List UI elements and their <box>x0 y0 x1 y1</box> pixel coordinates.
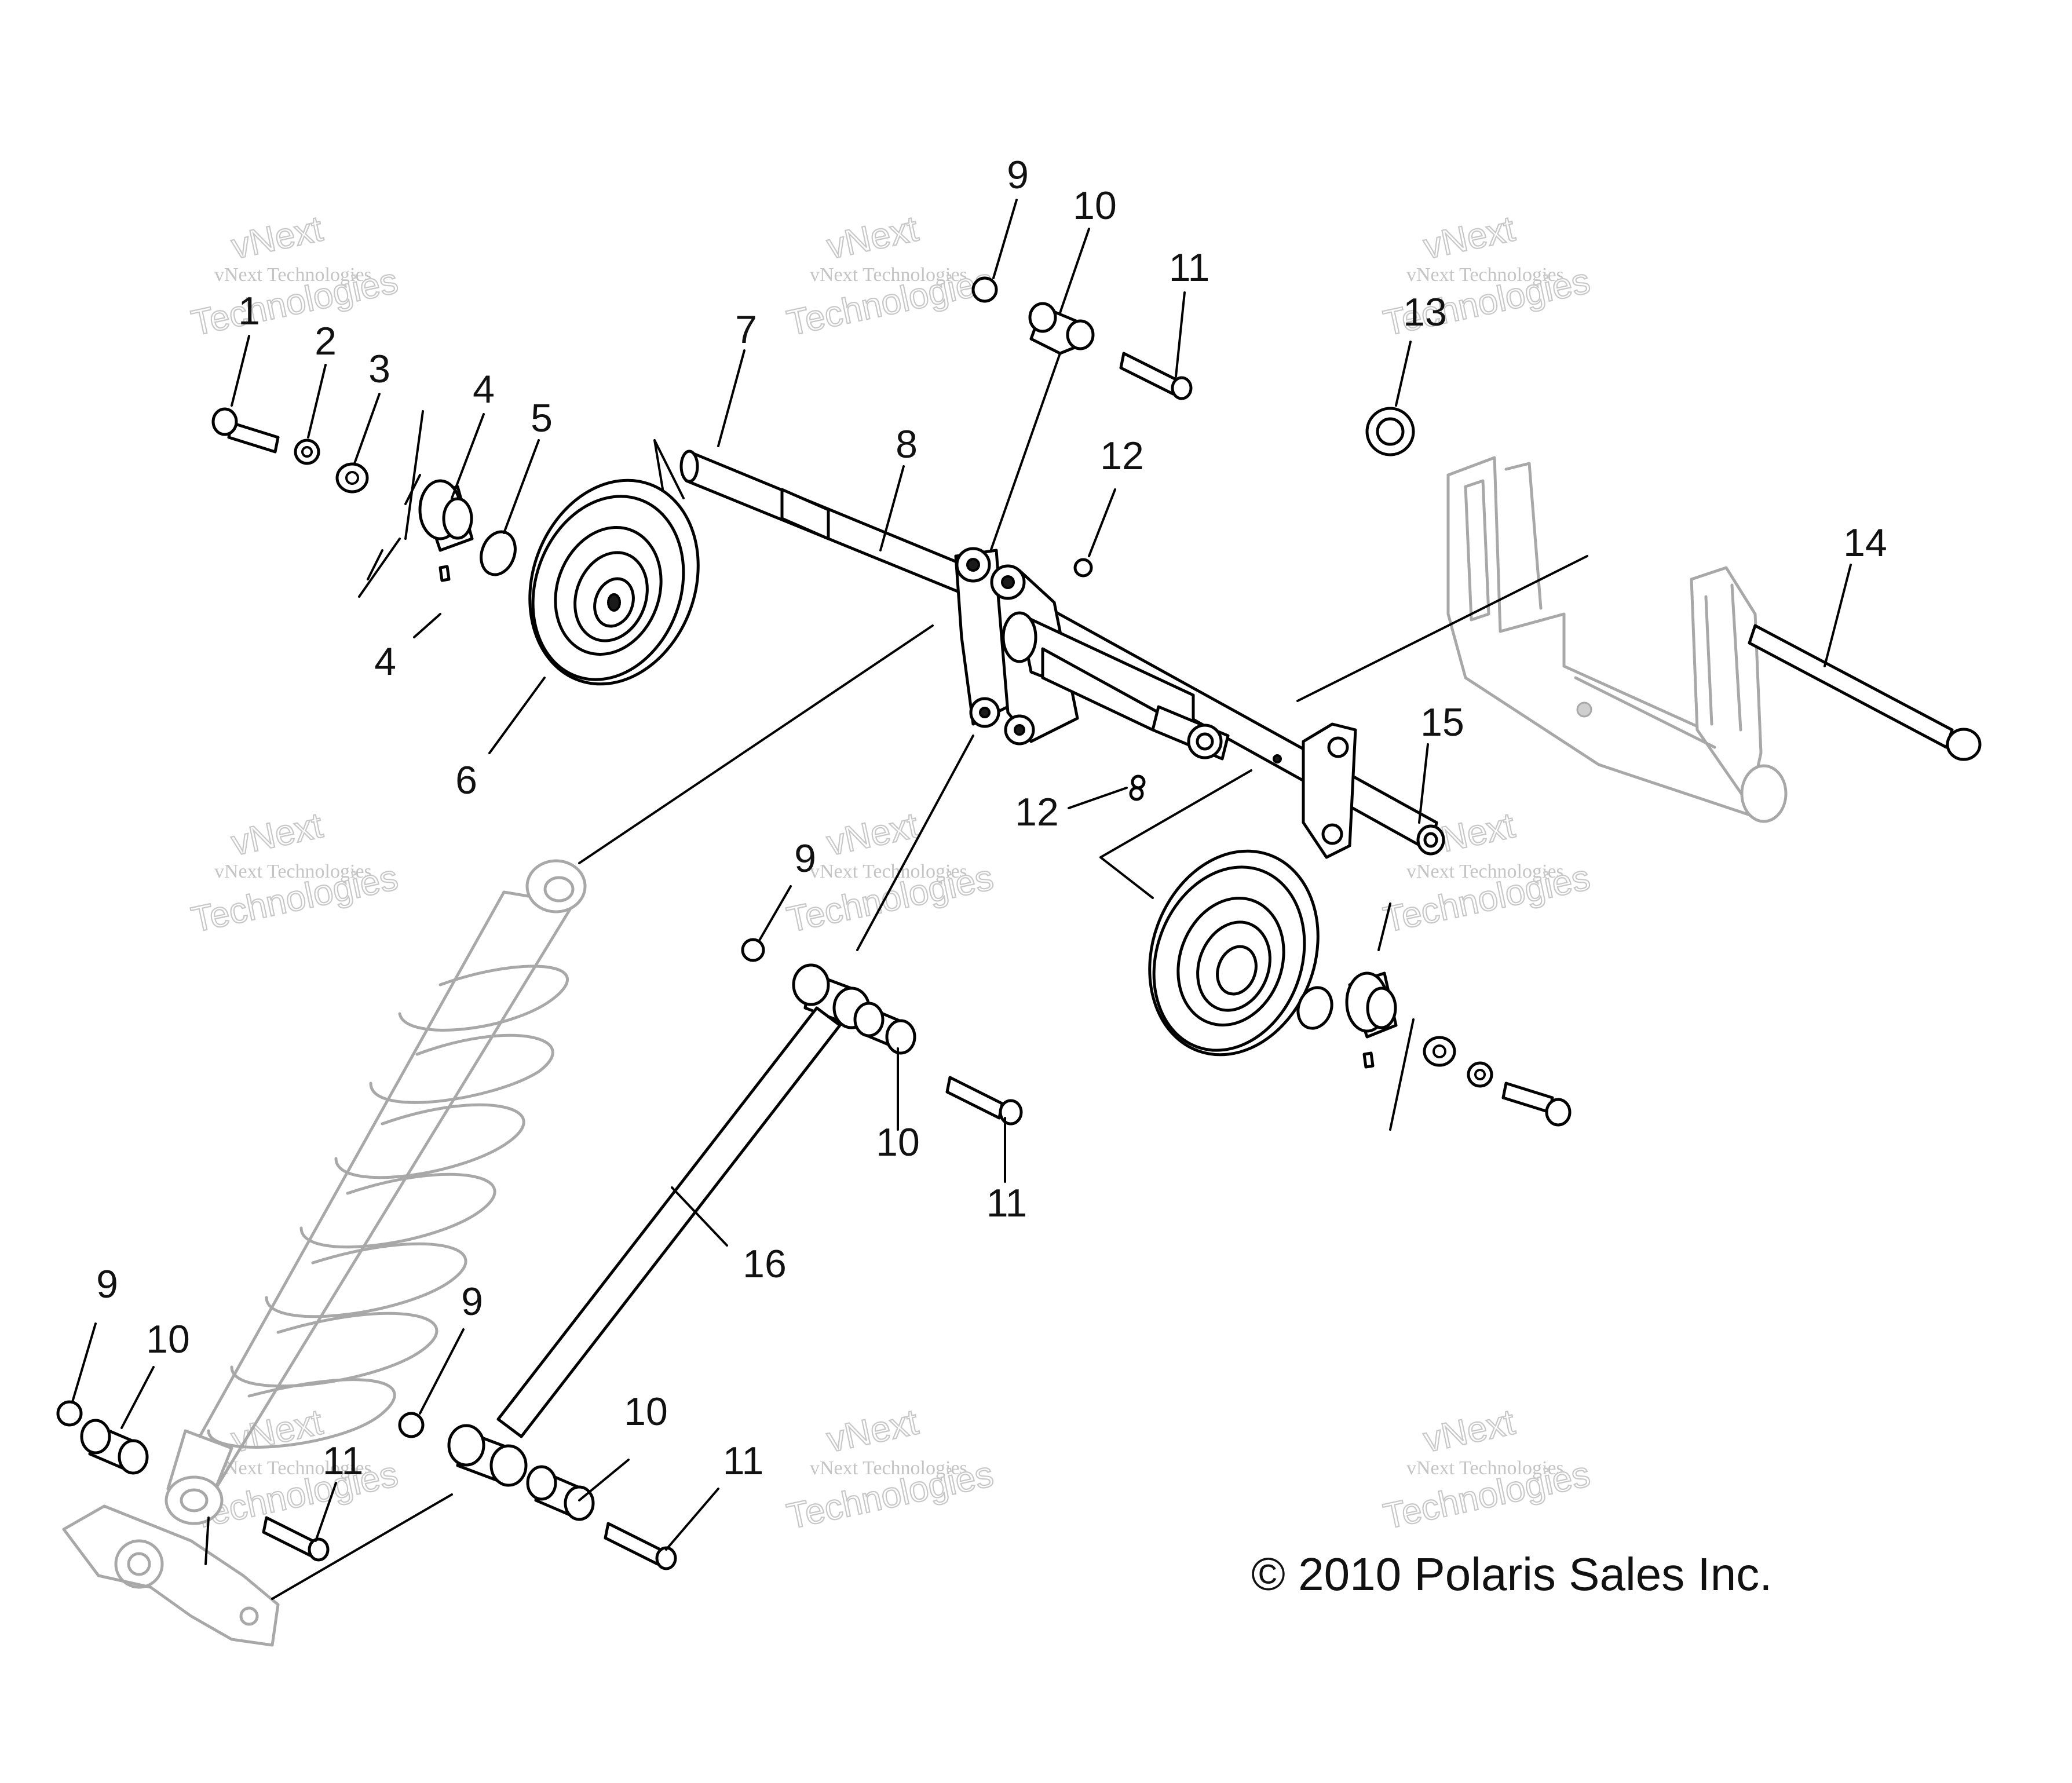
shock-absorber <box>165 859 587 1525</box>
svg-text:vNext Technologies: vNext Technologies <box>214 1457 372 1479</box>
svg-text:vNext Technologies: vNext Technologies <box>1406 264 1564 286</box>
ghost-rear-mount <box>62 1504 280 1647</box>
ghost-rail-bracket <box>1446 456 1788 823</box>
idler-wheel-left <box>528 478 700 686</box>
callout-13: 13 <box>1403 290 1447 334</box>
svg-text:vNext Technologies: vNext Technologies <box>1406 1457 1564 1479</box>
callout-5: 5 <box>531 396 553 440</box>
callout-10-bottom: 10 <box>624 1390 668 1434</box>
watermark: vNext vNext Technologies Technologies <box>187 805 402 941</box>
svg-text:vNext: vNext <box>228 209 326 266</box>
callout-9-center: 9 <box>794 836 816 880</box>
callout-12-center: 12 <box>1015 790 1059 834</box>
callout-9-top: 9 <box>1007 153 1029 197</box>
bottom-left-hardware <box>56 1400 677 1570</box>
right-bracket <box>1302 722 1357 859</box>
svg-text:vNext Technologies: vNext Technologies <box>810 1457 967 1479</box>
callout-12-top: 12 <box>1100 434 1144 478</box>
callout-4: 4 <box>473 367 495 411</box>
mid-hardware <box>741 938 1023 1126</box>
callout-11-left: 11 <box>323 1439 364 1483</box>
callout-10-top: 10 <box>1073 184 1117 228</box>
callout-11-bottom: 11 <box>723 1439 764 1483</box>
callout-3: 3 <box>368 347 390 391</box>
watermark: vNext vNext Technologies Technologies <box>1379 1401 1594 1537</box>
svg-text:vNext Technologies: vNext Technologies <box>1406 861 1564 882</box>
callout-16: 16 <box>743 1242 787 1286</box>
callout-10-center: 10 <box>876 1120 920 1164</box>
callout-leaders <box>71 199 1852 1551</box>
callout-14: 14 <box>1843 521 1887 565</box>
watermark: vNext vNext Technologies Technologies <box>187 208 402 344</box>
callout-labels: 1 2 3 4 4 5 6 7 8 9 9 9 9 10 10 10 10 11… <box>96 153 1887 1483</box>
left-hardware <box>211 407 517 582</box>
svg-text:vNext: vNext <box>824 805 922 863</box>
idler-wheel-right <box>1148 849 1320 1057</box>
pivot-arm <box>954 547 1282 763</box>
watermark: vNext vNext Technologies Technologies <box>783 1401 997 1537</box>
torque-rod <box>447 1006 842 1487</box>
svg-text:vNext: vNext <box>824 1402 922 1460</box>
watermark: vNext vNext Technologies Technologies <box>783 208 997 344</box>
copyright-notice: © 2010 Polaris Sales Inc. <box>1251 1548 1772 1600</box>
callout-10-left: 10 <box>146 1317 190 1361</box>
callout-11-top: 11 <box>1169 246 1210 290</box>
callout-11-center: 11 <box>986 1181 1028 1225</box>
svg-text:vNext: vNext <box>228 805 326 863</box>
callout-2: 2 <box>315 319 337 363</box>
svg-text:vNext: vNext <box>228 1402 326 1460</box>
long-bolt <box>1748 624 1982 761</box>
callout-4-clip: 4 <box>374 640 396 684</box>
callout-9-bottom: 9 <box>461 1280 483 1324</box>
callout-1: 1 <box>238 289 260 333</box>
svg-text:vNext Technologies: vNext Technologies <box>214 264 372 286</box>
connector-lines <box>204 352 1588 1600</box>
watermark-layer: vNext vNext Technologies Technologies vN… <box>187 208 1594 1537</box>
svg-text:vNext Technologies: vNext Technologies <box>810 264 967 286</box>
right-hardware <box>1296 971 1572 1127</box>
svg-text:vNext: vNext <box>824 209 922 266</box>
svg-text:vNext Technologies: vNext Technologies <box>214 861 372 882</box>
callout-6: 6 <box>455 758 477 802</box>
callout-8: 8 <box>896 422 918 466</box>
svg-text:vNext: vNext <box>1420 1402 1518 1460</box>
svg-text:vNext: vNext <box>1420 209 1518 266</box>
callout-15: 15 <box>1420 700 1464 744</box>
top-hardware <box>971 276 1415 801</box>
callout-7: 7 <box>735 308 757 352</box>
svg-text:vNext Technologies: vNext Technologies <box>810 861 967 882</box>
callout-9-left: 9 <box>96 1262 118 1306</box>
